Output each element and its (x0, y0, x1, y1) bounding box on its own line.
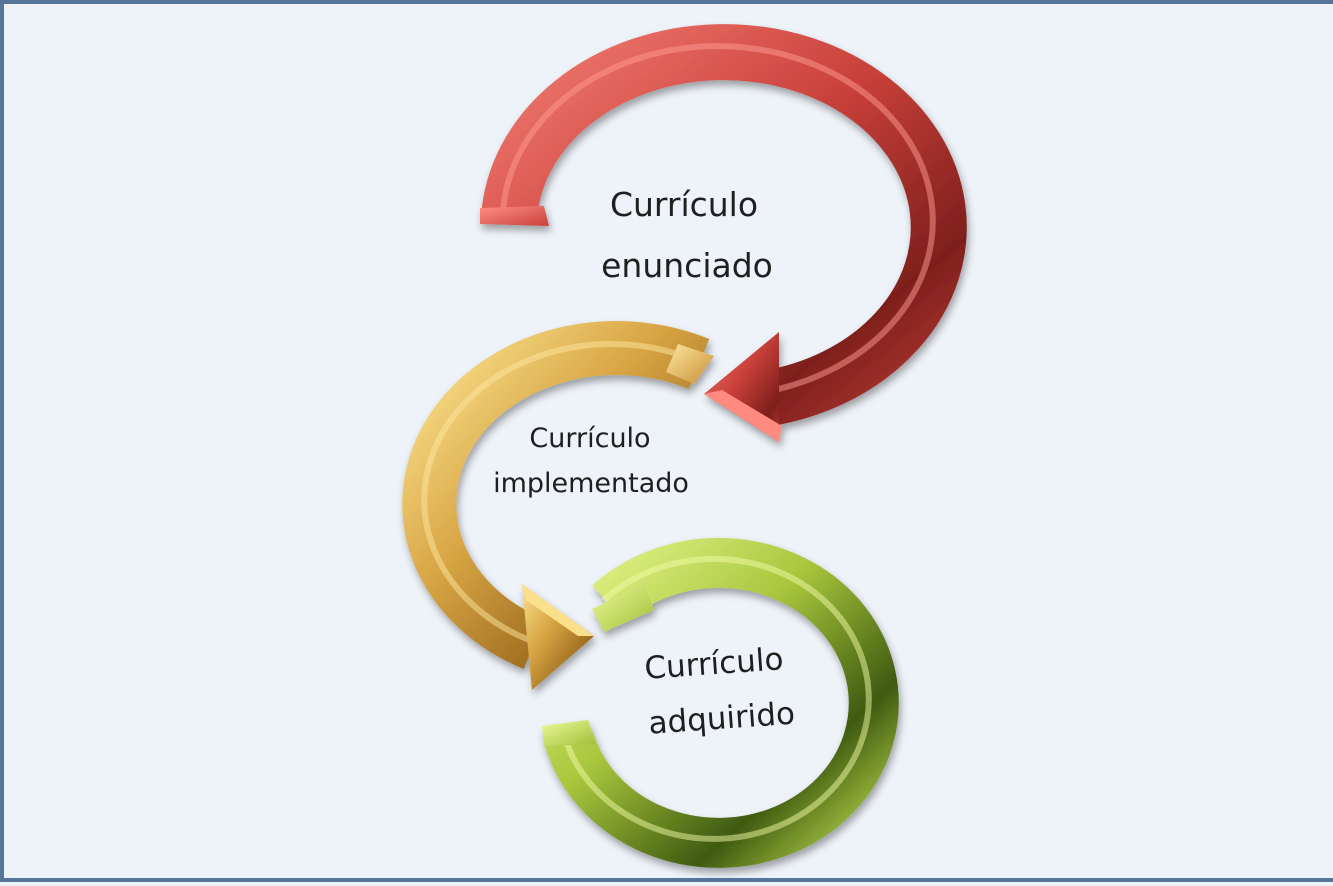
stage-label-implementado-line1: Currículo (529, 423, 650, 454)
stage-label-implementado-line2: implementado (493, 468, 689, 499)
stage-label-adquirido-line1: Currículo (643, 641, 784, 687)
stage-label-enunciado-line2: enunciado (601, 246, 773, 285)
stage-label-enunciado-line1: Currículo (610, 185, 758, 224)
red-cycle-arrow (480, 24, 967, 442)
green-cycle-arrow (542, 537, 899, 868)
stage-label-enunciado: Currículo enunciado (601, 185, 773, 285)
stage-label-adquirido: Currículo adquirido (643, 641, 796, 742)
curriculum-cycle-diagram: Currículo enunciado Currículo implementa… (402, 24, 967, 868)
stage-label-implementado: Currículo implementado (493, 423, 689, 499)
gold-cycle-arrow (402, 321, 714, 690)
stage-label-adquirido-line2: adquirido (647, 696, 796, 742)
